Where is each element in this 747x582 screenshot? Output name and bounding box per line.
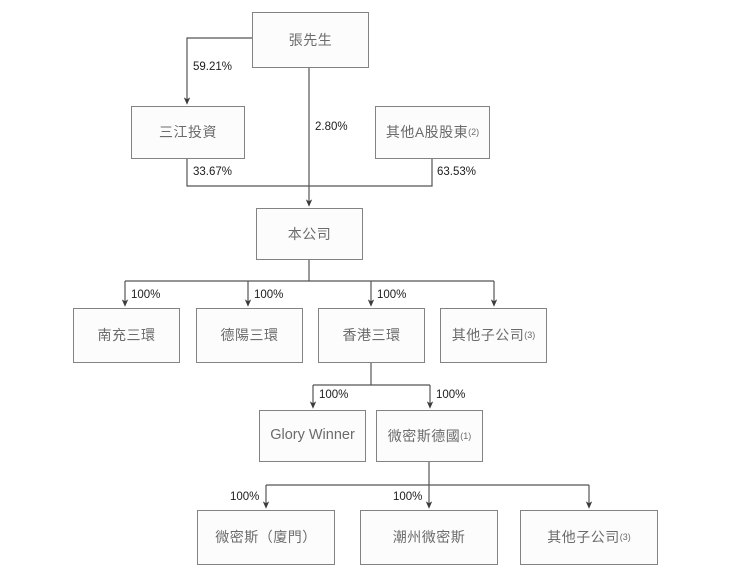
edge-sanjiang-company — [186, 158, 309, 187]
edge-label-company-deyang: 100% — [254, 289, 284, 301]
node-micro-systems-xiamen-label: 微密斯（廈門） — [215, 529, 317, 546]
edge-label-zhang-sanjiang: 59.21% — [193, 61, 233, 73]
node-other-subsidiaries-lower-footnote: (3) — [619, 532, 631, 543]
node-other-subsidiaries-upper-label: 其他子公司 — [451, 327, 525, 344]
node-chaozhou-micro-systems[interactable]: 潮州微密斯 — [360, 510, 498, 565]
edge-label-othera-company: 63.53% — [437, 166, 477, 178]
edge-zhang-sanjiang — [183, 37, 252, 105]
edge-label-company-nanchong: 100% — [131, 289, 161, 301]
node-deyang-sanhuan-label: 德陽三環 — [220, 327, 279, 344]
node-micro-systems-germany[interactable]: 微密斯德國(1) — [376, 410, 483, 462]
node-other-subsidiaries-lower-label: 其他子公司 — [547, 529, 620, 546]
edge-label-hongkong-germany: 100% — [436, 389, 466, 401]
node-other-subsidiaries-lower[interactable]: 其他子公司(3) — [520, 510, 658, 565]
node-other-a-shareholders-footnote: (2) — [468, 127, 480, 138]
node-other-subsidiaries-upper[interactable]: 其他子公司(3) — [440, 308, 547, 363]
node-nanchong-sanhuan-label: 南充三環 — [97, 327, 156, 344]
node-the-company-label: 本公司 — [287, 225, 332, 242]
node-micro-systems-germany-label: 微密斯德國 — [387, 427, 461, 444]
node-the-company[interactable]: 本公司 — [256, 208, 363, 260]
edge-label-zhang-company: 2.80% — [315, 121, 348, 133]
edge-label-hongkong-glory: 100% — [319, 389, 349, 401]
node-hongkong-sanhuan-label: 香港三環 — [342, 327, 401, 344]
node-micro-systems-germany-footnote: (1) — [460, 430, 472, 441]
edge-label-sanjiang-company: 33.67% — [193, 166, 233, 178]
node-glory-winner-label: Glory Winner — [270, 427, 355, 444]
node-glory-winner[interactable]: Glory Winner — [259, 410, 366, 462]
node-micro-systems-xiamen[interactable]: 微密斯（廈門） — [197, 510, 335, 565]
node-zhang[interactable]: 張先生 — [252, 12, 369, 68]
node-other-subsidiaries-upper-footnote: (3) — [524, 330, 536, 341]
node-zhang-label: 張先生 — [288, 31, 333, 48]
node-sanjiang-investment-label: 三江投資 — [159, 124, 217, 141]
edge-label-germany-xiamen: 100% — [230, 491, 260, 503]
node-chaozhou-micro-systems-label: 潮州微密斯 — [392, 529, 466, 546]
node-hongkong-sanhuan[interactable]: 香港三環 — [318, 308, 425, 363]
edge-label-germany-chaozhou: 100% — [393, 491, 423, 503]
edge-label-company-hongkong: 100% — [377, 289, 407, 301]
node-other-a-shareholders[interactable]: 其他A股股東(2) — [375, 106, 490, 159]
node-nanchong-sanhuan[interactable]: 南充三環 — [73, 308, 180, 363]
node-sanjiang-investment[interactable]: 三江投資 — [131, 106, 245, 159]
node-other-a-shareholders-label: 其他A股股東 — [385, 124, 469, 141]
edge-othera-company — [309, 158, 433, 187]
node-deyang-sanhuan[interactable]: 德陽三環 — [196, 308, 303, 363]
